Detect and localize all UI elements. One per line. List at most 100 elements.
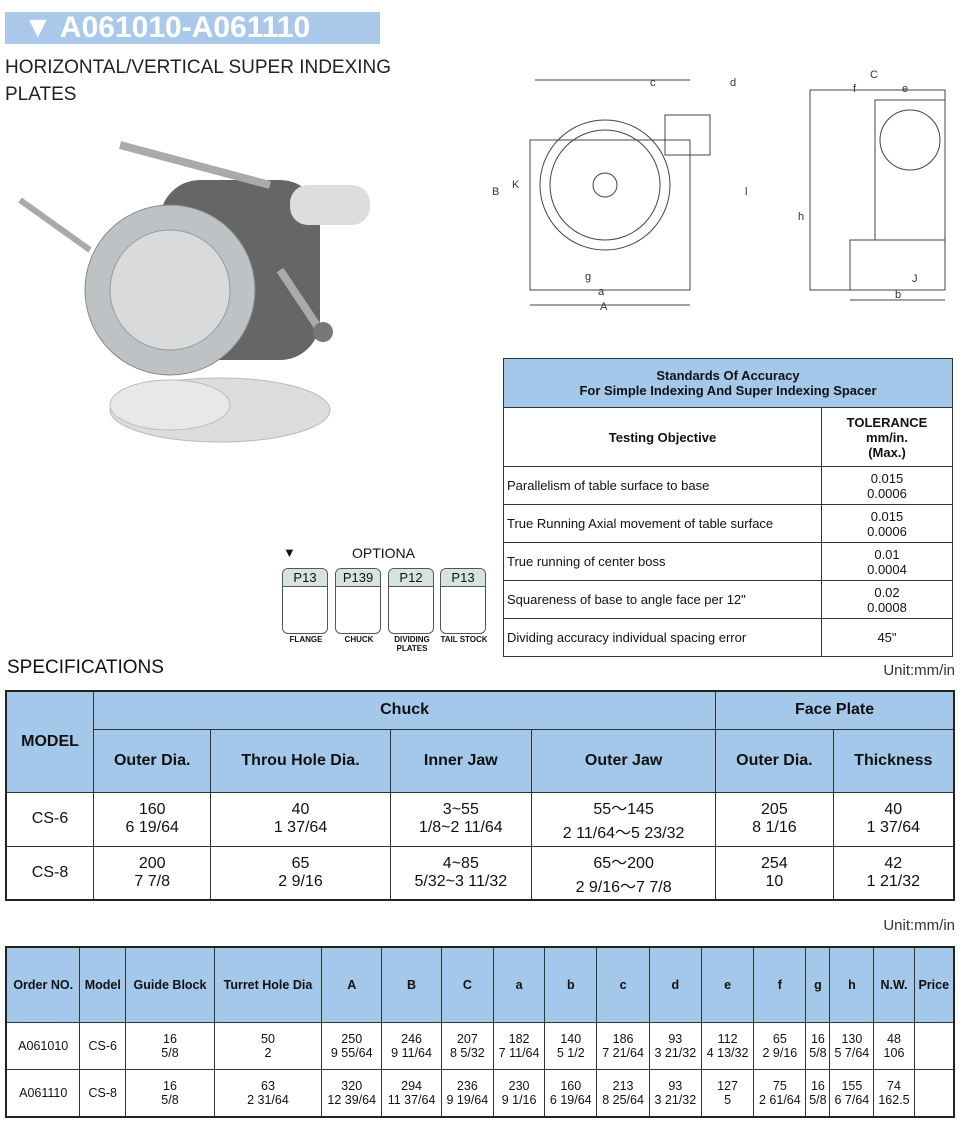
order-number: A061010	[5, 1022, 81, 1070]
col-header: c	[596, 946, 650, 1023]
test-objective: Parallelism of table surface to base	[503, 466, 822, 505]
subtitle-line: HORIZONTAL/VERTICAL SUPER INDEXING	[5, 57, 392, 78]
dim-label: l	[745, 186, 747, 198]
model-cell: CS-6	[79, 1022, 127, 1070]
option-page: P12	[389, 569, 433, 587]
model-cell: CS-8	[79, 1069, 127, 1118]
col-header: Order NO.	[5, 946, 81, 1023]
unit-label: Unit:mm/in	[883, 917, 955, 934]
option-label: CHUCK	[344, 635, 374, 644]
dim-label: C	[870, 70, 878, 81]
dim-label: h	[798, 211, 804, 223]
col-header: Guide Block	[125, 946, 215, 1023]
table-row: Dividing accuracy individual spacing err…	[503, 618, 953, 657]
col-header: f	[753, 946, 807, 1023]
col-header: Throu Hole Dia.	[210, 728, 391, 793]
dim-label: d	[730, 77, 736, 89]
product-subtitle: HORIZONTAL/VERTICAL SUPER INDEXING PLATES	[5, 54, 391, 108]
col-header: Price	[913, 946, 955, 1023]
table-row: True Running Axial movement of table sur…	[503, 504, 953, 543]
section-header: ▼ A061010-A061110	[5, 12, 380, 44]
col-header: A	[321, 946, 383, 1023]
option-page: P13	[283, 569, 327, 587]
unit-label: Unit:mm/in	[883, 662, 955, 679]
test-objective: Dividing accuracy individual spacing err…	[503, 618, 822, 657]
order-cell	[913, 1069, 955, 1118]
options-marker: ▼	[283, 545, 296, 560]
col-header: Inner Jaw	[389, 728, 533, 793]
dimension-drawing: c d C f e B K l g a A h J b	[492, 70, 946, 313]
test-objective: True running of center boss	[503, 542, 822, 581]
col-header: a	[492, 946, 546, 1023]
table-row: Squareness of base to angle face per 12"…	[503, 580, 953, 619]
col-header: Chuck	[92, 690, 717, 730]
dim-label: c	[650, 77, 656, 89]
dim-label: J	[912, 273, 918, 285]
dim-label: g	[585, 271, 591, 283]
subtitle-line: PLATES	[5, 84, 77, 105]
col-header: Testing Objective	[503, 407, 822, 467]
col-header: Thickness	[832, 728, 955, 793]
dim-label: f	[853, 83, 857, 95]
col-header: N.W.	[873, 946, 915, 1023]
option-label: FLANGE	[289, 635, 323, 644]
col-header: Turret Hole Dia	[213, 946, 323, 1023]
test-objective: Squareness of base to angle face per 12"	[503, 580, 822, 619]
order-number: A061110	[5, 1069, 81, 1118]
col-header: Outer Jaw	[531, 728, 717, 793]
dim-label: A	[600, 301, 608, 313]
test-objective: True Running Axial movement of table sur…	[503, 504, 822, 543]
col-header: Outer Dia.	[715, 728, 834, 793]
col-header: e	[700, 946, 755, 1023]
options-title: OPTIONA	[352, 545, 416, 561]
col-header: g	[805, 946, 831, 1023]
dim-label: B	[492, 186, 499, 198]
col-header: Outer Dia.	[92, 728, 212, 793]
option-page: P139	[336, 569, 380, 587]
